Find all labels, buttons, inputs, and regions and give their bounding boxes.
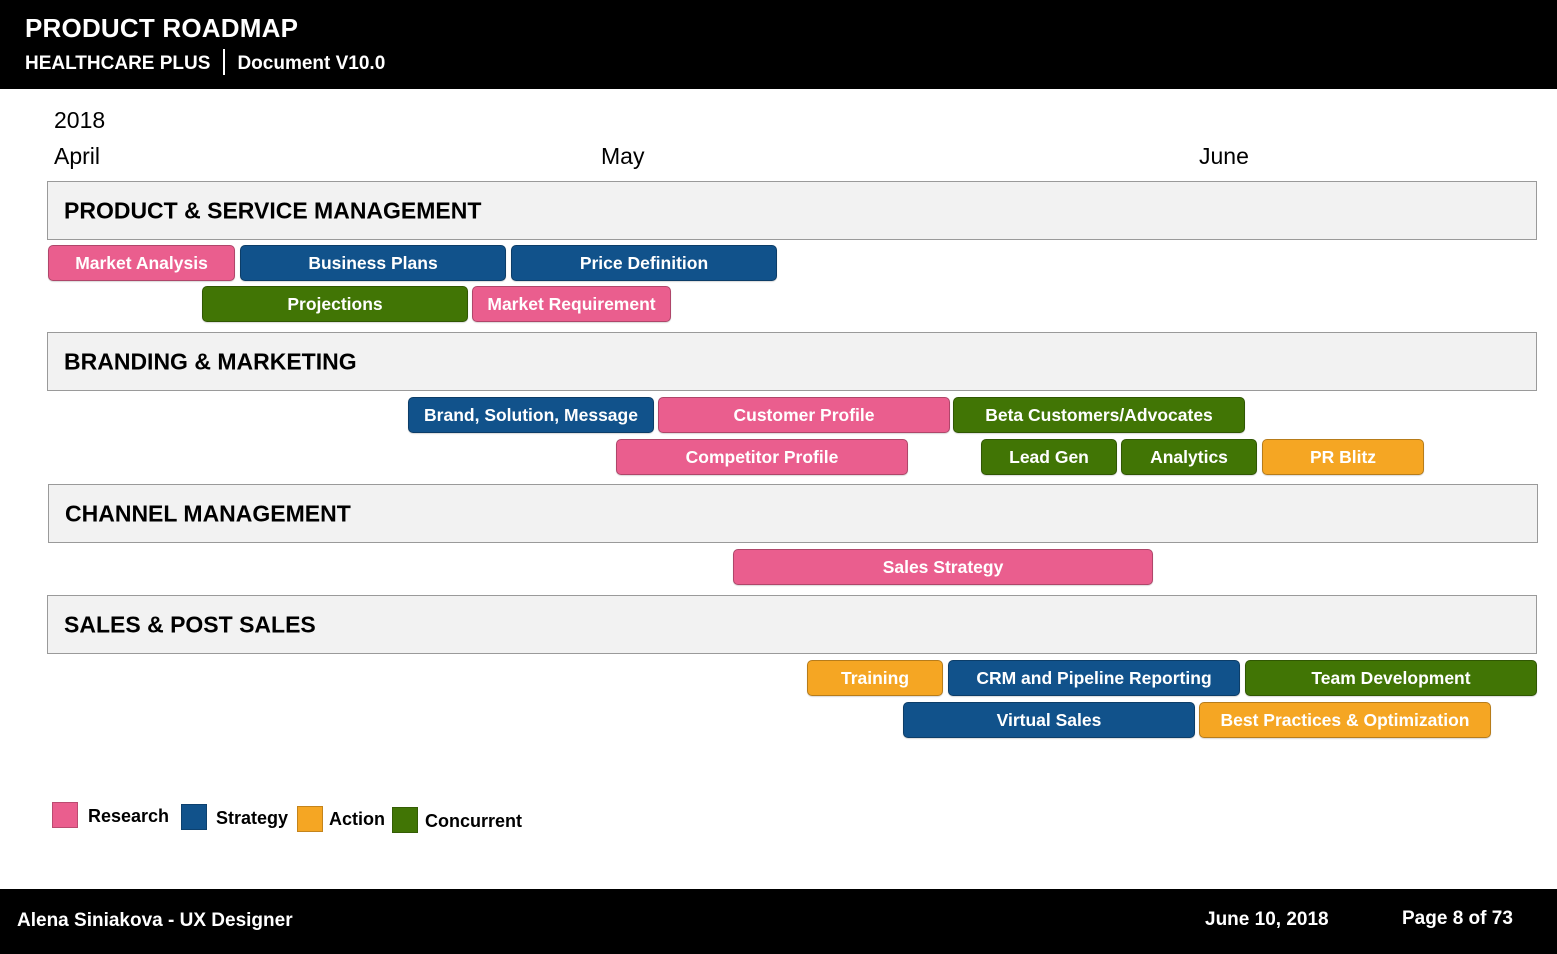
header-subtitle: HEALTHCARE PLUS Document V10.0	[25, 49, 385, 75]
legend-label-action: Action	[329, 809, 385, 829]
legend-swatch-research	[52, 802, 78, 828]
section-header-sales-post-sales: SALES & POST SALES	[47, 595, 1537, 654]
legend-label-concurrent: Concurrent	[425, 811, 523, 831]
task-crm-pipeline-reporting[interactable]: CRM and Pipeline Reporting	[948, 660, 1240, 696]
footer-date: June 10, 2018	[1205, 909, 1329, 930]
task-brand-solution-message[interactable]: Brand, Solution, Message	[408, 397, 654, 433]
section-header-product-service: PRODUCT & SERVICE MANAGEMENT	[47, 181, 1537, 240]
document-version: Document V10.0	[237, 53, 386, 74]
section-title: PRODUCT & SERVICE MANAGEMENT	[64, 197, 482, 223]
legend-label-research: Research	[88, 806, 170, 826]
task-market-analysis[interactable]: Market Analysis	[48, 245, 235, 281]
footer-page-number: Page 8 of 73	[1402, 908, 1513, 929]
task-business-plans[interactable]: Business Plans	[240, 245, 506, 281]
page-title: PRODUCT ROADMAP	[25, 13, 299, 43]
month-label-april: April	[54, 143, 101, 169]
task-training[interactable]: Training	[807, 660, 943, 696]
task-beta-customers[interactable]: Beta Customers/Advocates	[953, 397, 1245, 433]
section-header-branding-marketing: BRANDING & MARKETING	[47, 332, 1537, 391]
task-lead-gen[interactable]: Lead Gen	[981, 439, 1117, 475]
task-price-definition[interactable]: Price Definition	[511, 245, 777, 281]
legend-swatch-strategy	[181, 804, 207, 830]
task-virtual-sales[interactable]: Virtual Sales	[903, 702, 1195, 738]
task-projections[interactable]: Projections	[202, 286, 468, 322]
section-title: BRANDING & MARKETING	[64, 348, 357, 374]
legend-swatch-action	[297, 806, 323, 832]
task-pr-blitz[interactable]: PR Blitz	[1262, 439, 1424, 475]
task-sales-strategy[interactable]: Sales Strategy	[733, 549, 1153, 585]
header-bar: PRODUCT ROADMAP HEALTHCARE PLUS Document …	[0, 0, 1557, 89]
section-header-channel-management: CHANNEL MANAGEMENT	[48, 484, 1538, 543]
company-name: HEALTHCARE PLUS	[25, 53, 211, 74]
task-customer-profile[interactable]: Customer Profile	[658, 397, 950, 433]
task-competitor-profile[interactable]: Competitor Profile	[616, 439, 908, 475]
footer-author: Alena Siniakova - UX Designer	[17, 910, 293, 931]
month-label-may: May	[601, 143, 645, 169]
section-title: SALES & POST SALES	[64, 611, 316, 637]
legend-swatch-concurrent	[392, 807, 418, 833]
timeline-year: 2018	[54, 107, 106, 133]
task-best-practices[interactable]: Best Practices & Optimization	[1199, 702, 1491, 738]
footer-bar: Alena Siniakova - UX Designer June 10, 2…	[0, 889, 1557, 954]
section-title: CHANNEL MANAGEMENT	[65, 500, 351, 526]
task-analytics[interactable]: Analytics	[1121, 439, 1257, 475]
month-label-june: June	[1199, 143, 1249, 169]
header-divider	[223, 49, 226, 75]
legend-label-strategy: Strategy	[216, 808, 289, 828]
task-team-development[interactable]: Team Development	[1245, 660, 1537, 696]
task-market-requirement[interactable]: Market Requirement	[472, 286, 671, 322]
